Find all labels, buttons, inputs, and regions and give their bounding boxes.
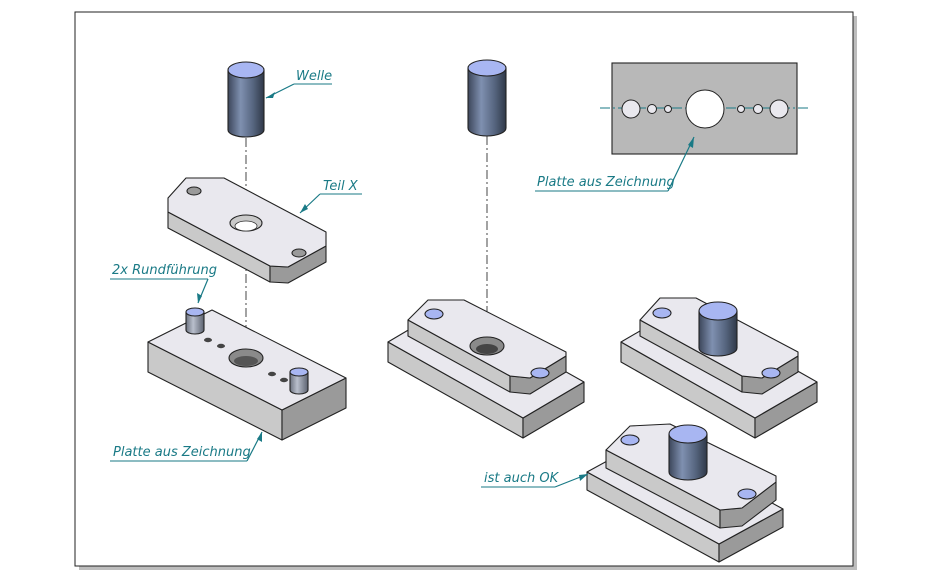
guide-pin-right: [289, 367, 309, 395]
plate-drawing-view: [600, 62, 808, 155]
right-middle-assembly: [620, 297, 818, 439]
teil-x-label: Teil X: [323, 179, 359, 194]
shaft-welle: [227, 61, 265, 138]
guide-pin-left: [185, 307, 205, 335]
bottom-right-assembly: [586, 423, 784, 563]
bottom-right-shaft: [668, 424, 708, 481]
label-ok: ist auch OK: [481, 471, 589, 488]
label-rundfuehrung: 2x Rundführung: [110, 263, 217, 304]
label-welle: Welle: [265, 69, 332, 99]
part-teil-x: [167, 177, 327, 284]
welle-label: Welle: [296, 69, 332, 84]
platte-right-label: Platte aus Zeichnung: [537, 175, 675, 190]
center-teil-x: [407, 299, 567, 395]
rundfuehrung-label: 2x Rundführung: [112, 263, 217, 278]
left-base-plate: [147, 307, 347, 441]
center-shaft: [467, 59, 507, 137]
right-middle-shaft: [698, 301, 738, 357]
label-teil-x: Teil X: [299, 179, 362, 214]
ok-label: ist auch OK: [484, 471, 560, 486]
center-assembly: [387, 59, 585, 439]
left-assembly: Welle Teil X 2x Rundführung Platte aus Z…: [110, 61, 362, 462]
label-platte-left: Platte aus Zeichnung: [110, 431, 263, 462]
label-platte-right: Platte aus Zeichnung: [535, 136, 695, 192]
platte-left-label: Platte aus Zeichnung: [113, 445, 251, 460]
